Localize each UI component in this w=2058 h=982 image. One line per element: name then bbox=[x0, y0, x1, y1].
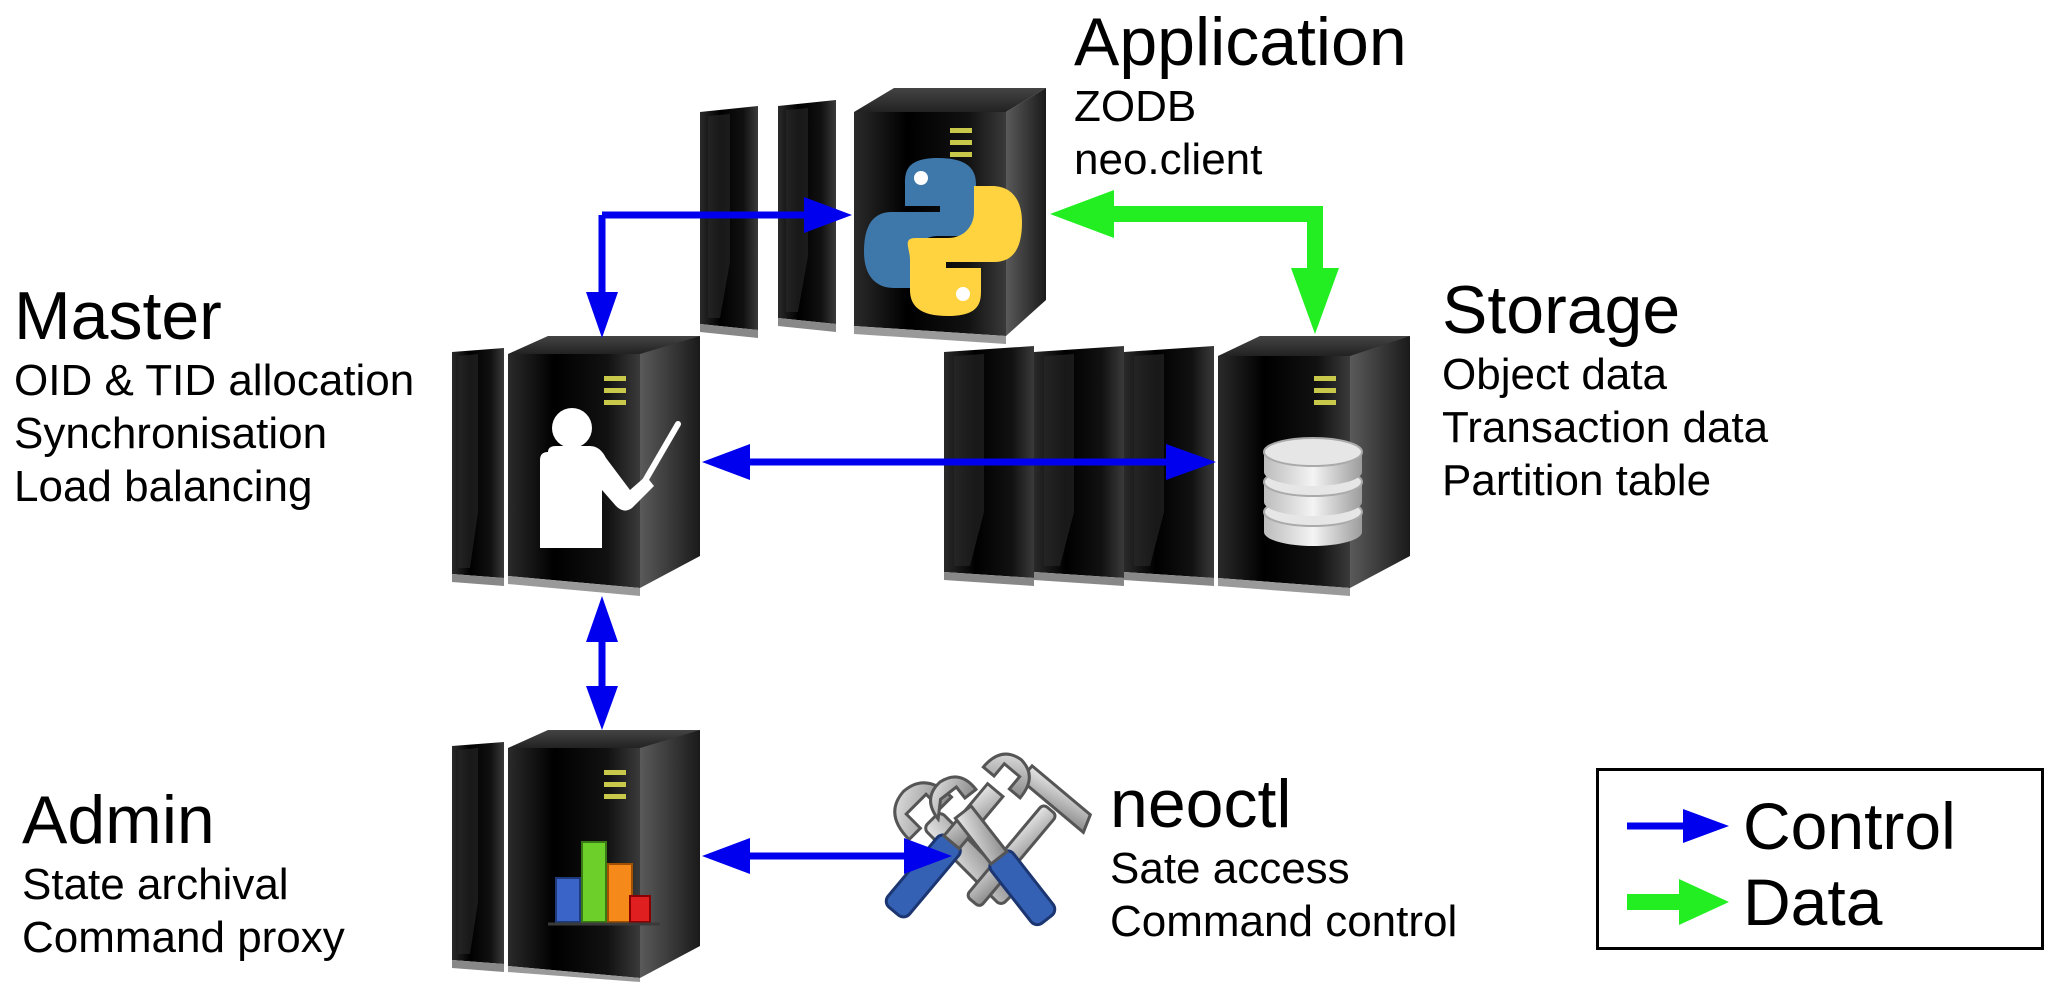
application-detail: ZODB bbox=[1074, 82, 1197, 131]
server-unit bbox=[1034, 346, 1124, 586]
neoctl-detail: Sate access bbox=[1110, 844, 1350, 893]
master-title: Master bbox=[14, 278, 222, 354]
neoctl-label: neoctl Sate access Command control bbox=[1110, 770, 1457, 944]
storage-detail: Object data bbox=[1442, 350, 1668, 399]
control-arrow-master-admin bbox=[586, 596, 618, 730]
control-arrow-master-storage bbox=[702, 444, 1216, 480]
storage-title: Storage bbox=[1442, 272, 1681, 348]
admin-server-cluster bbox=[452, 730, 700, 982]
control-arrow-admin-neoctl bbox=[702, 838, 952, 874]
legend-data-label: Data bbox=[1743, 865, 1883, 939]
tools-icon bbox=[884, 752, 1093, 927]
server-unit bbox=[452, 348, 504, 586]
storage-detail: Partition table bbox=[1442, 456, 1712, 505]
storage-label: Storage Object data Transaction data Par… bbox=[1442, 276, 1768, 503]
master-detail: Synchronisation bbox=[14, 409, 328, 458]
neoctl-detail: Command control bbox=[1110, 897, 1458, 946]
legend-control-label: Control bbox=[1743, 789, 1956, 863]
legend-data-arrow-icon bbox=[1627, 879, 1729, 925]
server-unit bbox=[944, 346, 1034, 586]
neoctl-title: neoctl bbox=[1110, 766, 1292, 842]
legend-swatches bbox=[1627, 809, 1729, 925]
admin-detail: Command proxy bbox=[22, 913, 345, 962]
bar-chart-icon bbox=[548, 841, 660, 926]
legend-control-arrow-icon bbox=[1627, 809, 1729, 843]
legend: Control Data bbox=[1596, 768, 2044, 950]
server-unit bbox=[452, 742, 504, 972]
admin-detail: State archival bbox=[22, 860, 289, 909]
storage-detail: Transaction data bbox=[1442, 403, 1769, 452]
server-unit bbox=[700, 106, 758, 338]
python-logo-icon bbox=[864, 158, 1022, 316]
admin-label: Admin State archival Command proxy bbox=[22, 786, 345, 960]
master-server-cluster bbox=[452, 336, 700, 596]
application-title: Application bbox=[1074, 4, 1407, 80]
database-stack-icon bbox=[1263, 437, 1363, 546]
application-label: Application ZODB neo.client bbox=[1074, 8, 1407, 182]
data-arrow-application-storage bbox=[1050, 190, 1339, 334]
teacher-pointer-icon bbox=[540, 408, 681, 548]
admin-title: Admin bbox=[22, 782, 215, 858]
control-arrow-master-application bbox=[586, 197, 852, 338]
application-detail: neo.client bbox=[1074, 135, 1263, 184]
master-detail: OID & TID allocation bbox=[14, 356, 415, 405]
master-label: Master OID & TID allocation Synchronisat… bbox=[14, 282, 414, 509]
master-detail: Load balancing bbox=[14, 462, 313, 511]
